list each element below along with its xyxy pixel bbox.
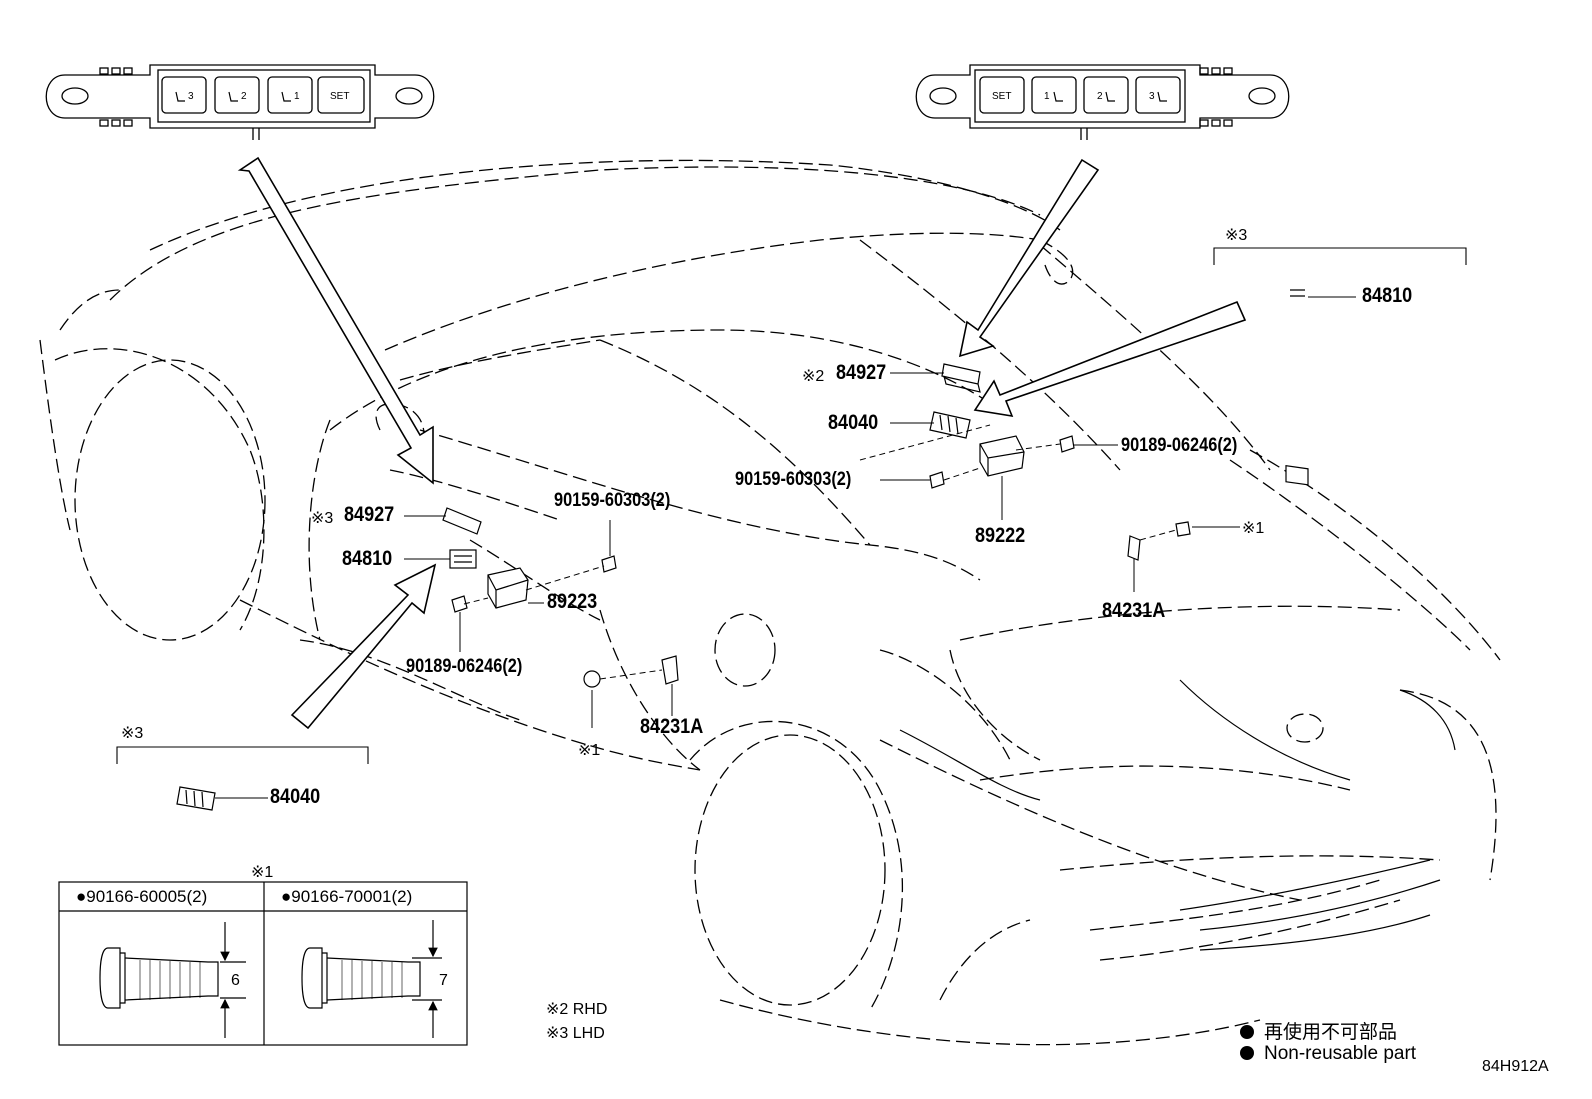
right-button-4: 3 (1149, 91, 1155, 102)
part-84927-icon-rhd (941, 363, 981, 393)
label-84231a-right: 84231A (1102, 599, 1166, 622)
mark-ref3-left: ※3 (121, 725, 144, 742)
seat-icons (175, 91, 1167, 102)
parts (176, 289, 1309, 811)
right-button-2: 1 (1044, 91, 1050, 102)
table-col2-header: ●90166-70001(2) (281, 887, 413, 906)
left-panel-button-labels: 3 2 1 SET (188, 91, 349, 102)
table-col1-dim: 6 (231, 972, 240, 989)
left-button-2: 2 (241, 91, 247, 102)
part-84810-icon-left (449, 549, 477, 569)
part-84927-icon-lhd (442, 507, 482, 535)
part-90159-icon-left (601, 555, 617, 573)
left-button-3: 1 (294, 91, 300, 102)
legend-en-text: Non-reusable part (1264, 1043, 1417, 1064)
legend-jp-text: 再使用不可部品 (1264, 1022, 1398, 1043)
label-84810-right: 84810 (1362, 284, 1413, 307)
bullet-icon (1240, 1025, 1254, 1039)
legend-en: Non-reusable part (1240, 1043, 1416, 1065)
arrow-right-panel (958, 158, 1100, 358)
table-col1-header: ●90166-60005(2) (76, 887, 208, 906)
part-90189-icon-left (451, 595, 468, 613)
arrow-left-panel (237, 156, 434, 485)
right-button-1: SET (992, 91, 1011, 102)
label-89222: 89222 (975, 524, 1026, 547)
callout-arrows (237, 156, 1247, 730)
seat-switch-panel-right (915, 64, 1290, 140)
label-84231a-left: 84231A (640, 715, 704, 738)
bullet-icon (1240, 1046, 1254, 1060)
dashed-connections (463, 424, 1177, 680)
table-col2-dim: 7 (439, 972, 448, 989)
part-84040-icon-mid (929, 411, 971, 439)
diagram-code: 84H912A (1482, 1058, 1549, 1075)
left-button-1: 3 (188, 91, 194, 102)
part-90189-icon-right (1059, 435, 1075, 453)
right-panel-button-labels: SET 1 2 3 (992, 91, 1155, 102)
mark-ref1-right: ※1 (1242, 520, 1265, 537)
label-90189-left: 90189-06246(2) (406, 656, 523, 677)
legend-jp: 再使用不可部品 (1240, 1017, 1397, 1044)
part-89223-icon (487, 567, 529, 609)
note-rhd: ※2 RHD (546, 1001, 608, 1018)
mark-ref1-left: ※1 (578, 742, 601, 759)
note-lhd: ※3 LHD (546, 1025, 605, 1042)
lhd-brackets (116, 247, 1467, 764)
right-button-3: 2 (1097, 91, 1103, 102)
label-90159-left: 90159-60303(2) (554, 490, 671, 511)
label-90189-right: 90189-06246(2) (1121, 435, 1238, 456)
part-84231a-icon-left (583, 655, 679, 688)
part-84810-icon-right (1285, 289, 1309, 486)
mark-ref2: ※2 (802, 368, 825, 385)
left-button-4: SET (330, 91, 349, 102)
mark-ref3-lhd: ※3 (311, 510, 334, 527)
label-84927-rhd: 84927 (836, 361, 887, 384)
label-84040-left: 84040 (270, 785, 321, 808)
label-84810-left: 84810 (342, 547, 393, 570)
part-89222-icon (979, 435, 1025, 477)
label-84040-mid: 84040 (828, 411, 879, 434)
table-title-mark: ※1 (251, 864, 274, 881)
leader-lines (215, 296, 1356, 799)
fastener-table (58, 881, 468, 1046)
part-84231a-icon-right (1127, 521, 1191, 561)
part-84040-icon-left (176, 786, 216, 811)
car-outline (39, 159, 1501, 1046)
car-details (899, 679, 1456, 951)
mark-ref3-right: ※3 (1225, 227, 1248, 244)
arrow-left-84810 (290, 563, 437, 730)
part-90159-icon-right (929, 471, 945, 489)
label-84927-lhd: 84927 (344, 503, 395, 526)
label-89223: 89223 (547, 590, 598, 613)
seat-switch-panel-left (45, 64, 435, 140)
label-90159-right: 90159-60303(2) (735, 469, 852, 490)
arrow-right-84040 (973, 300, 1247, 418)
